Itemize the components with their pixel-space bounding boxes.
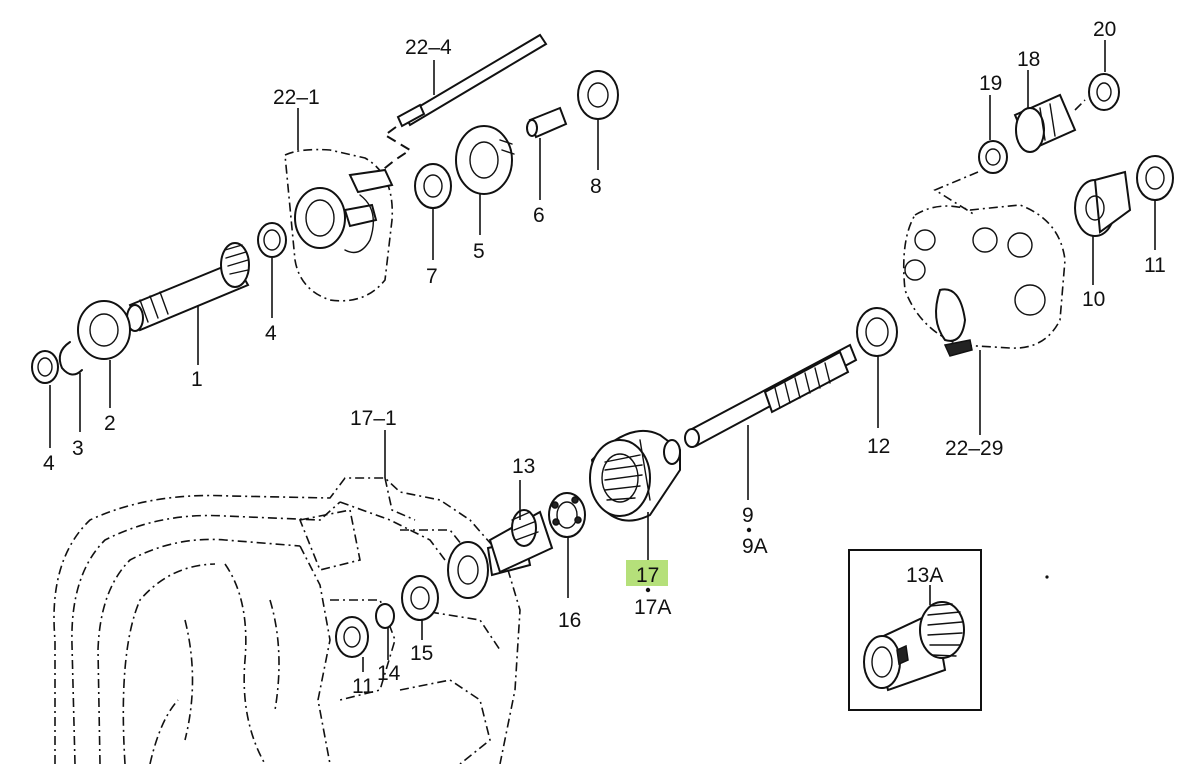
bearing-11-right xyxy=(1136,155,1174,201)
label-17a: 17A xyxy=(634,596,671,619)
inset-box-13a xyxy=(848,549,982,711)
bearing-12 xyxy=(856,307,898,357)
label-22-4: 22–4 xyxy=(405,36,452,59)
gear-5 xyxy=(455,125,515,195)
label-16: 16 xyxy=(558,609,581,632)
label-4-lower: 4 xyxy=(43,452,55,475)
bearing-11-lower xyxy=(335,616,369,658)
gear-10 xyxy=(1074,170,1132,237)
label-19: 19 xyxy=(979,72,1002,95)
label-11-lower: 11 xyxy=(352,675,374,698)
dot-17 xyxy=(645,587,651,593)
label-22-1: 22–1 xyxy=(273,86,320,109)
bearing-16 xyxy=(548,492,586,538)
label-18: 18 xyxy=(1017,48,1040,71)
circlip-14 xyxy=(375,603,395,629)
label-17-1: 17–1 xyxy=(350,407,397,430)
label-10: 10 xyxy=(1082,288,1105,311)
label-17: 17 xyxy=(636,564,659,587)
housing-guide-line xyxy=(933,171,979,216)
label-11-right: 11 xyxy=(1144,254,1166,277)
label-1: 1 xyxy=(191,368,203,391)
washer-4-upper xyxy=(257,222,287,258)
pinion-shaft-13 xyxy=(488,509,554,574)
gear-housing-22-29 xyxy=(902,204,1066,357)
label-13: 13 xyxy=(512,455,535,478)
output-shaft-9 xyxy=(684,343,858,448)
bushing-6 xyxy=(526,106,568,139)
label-9a: 9A xyxy=(742,535,768,558)
bearing-2 xyxy=(77,300,131,360)
bearing-7 xyxy=(414,163,452,209)
dot-stray xyxy=(1045,575,1049,579)
bearing-15 xyxy=(401,575,439,621)
highlight-box-17 xyxy=(626,560,668,586)
gear-18 xyxy=(1013,93,1077,153)
label-12: 12 xyxy=(867,435,890,458)
transmission-housing-17-1 xyxy=(53,477,532,764)
label-9: 9 xyxy=(742,504,754,527)
label-5: 5 xyxy=(473,240,485,263)
shift-rod-22-4 xyxy=(379,33,548,173)
label-7: 7 xyxy=(426,265,438,288)
label-8: 8 xyxy=(590,175,602,198)
label-6: 6 xyxy=(533,204,545,227)
label-13a: 13A xyxy=(906,564,943,587)
bearing-20 xyxy=(1088,73,1120,111)
seal-4-left xyxy=(31,350,59,384)
label-2: 2 xyxy=(104,412,116,435)
bearing-20-guide-line xyxy=(1074,99,1086,111)
part-labels: 22–4 22–1 8 6 5 7 4 1 2 3 4 17–1 13 16 1… xyxy=(43,18,1166,698)
label-14: 14 xyxy=(377,662,401,685)
differential-carrier-17 xyxy=(589,429,681,522)
label-20: 20 xyxy=(1093,18,1116,41)
bearing-cover-22-1 xyxy=(284,148,394,302)
label-3: 3 xyxy=(72,437,84,460)
label-22-29: 22–29 xyxy=(945,437,1003,460)
bearing-19 xyxy=(978,140,1008,174)
bearing-8 xyxy=(577,70,619,120)
label-4-upper: 4 xyxy=(265,322,277,345)
circlip-3 xyxy=(58,341,83,376)
dot-9 xyxy=(746,527,752,533)
leader-lines xyxy=(49,40,1156,672)
input-shaft-1 xyxy=(126,242,250,332)
label-15: 15 xyxy=(410,642,433,665)
